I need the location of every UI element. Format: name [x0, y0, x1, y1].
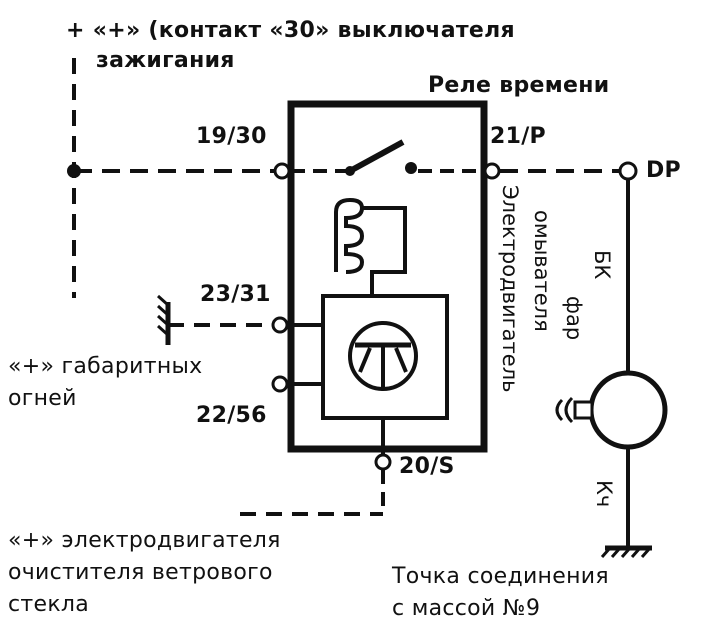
terminal-21-p: [483, 162, 501, 180]
junction-dot: [67, 164, 81, 178]
motor-shaft: [573, 400, 594, 420]
washer-motor-label-2: омывателя: [530, 210, 554, 332]
wiper-motor-label-3: стекла: [8, 592, 90, 617]
terminal-label-19-30: 19/30: [196, 124, 267, 149]
ignition-label: + «+» (контакт «30» выключателя: [66, 18, 515, 43]
parking-lights-label-2: огней: [8, 386, 77, 411]
ignition-label-2: зажигания: [96, 48, 235, 73]
terminal-22-56: [271, 375, 289, 393]
terminal-dp: [618, 161, 638, 181]
transistor-emitter: [358, 347, 372, 373]
terminal-23-31: [271, 316, 289, 334]
terminal-label-dp: DP: [646, 158, 681, 183]
switch-contact: [405, 162, 417, 174]
relay-title: Реле времени: [428, 73, 610, 98]
switch-blade: [348, 139, 405, 174]
wire-label-kch: Кч: [592, 480, 616, 508]
terminal-label-23-31: 23/31: [200, 282, 271, 307]
terminal-20-s: [374, 453, 392, 471]
ground-point-label: Точка соединения: [392, 564, 609, 589]
terminal-label-21-p: 21/P: [490, 124, 546, 149]
coil-lead: [362, 206, 407, 296]
ground-point-label-2: с массой №9: [392, 596, 541, 621]
terminal-label-22-56: 22/56: [196, 403, 267, 428]
wiper-motor-label: «+» электродвигателя: [8, 528, 281, 553]
spray-symbol: [555, 396, 574, 424]
washer-motor-label: Электродвигатель: [498, 185, 522, 393]
wiper-motor-label-2: очистителя ветрового: [8, 560, 273, 585]
washer-motor-label-3: фар: [562, 296, 586, 341]
terminal-label-20-s: 20/S: [399, 454, 455, 479]
terminal-19-30: [273, 162, 291, 180]
relay-coil: [334, 197, 365, 274]
washer-motor: [588, 370, 668, 450]
transistor-collector: [394, 347, 408, 373]
wire-label-bk: БК: [590, 250, 614, 280]
parking-lights-label: «+» габаритных: [8, 354, 203, 379]
relay-housing: [287, 100, 488, 453]
